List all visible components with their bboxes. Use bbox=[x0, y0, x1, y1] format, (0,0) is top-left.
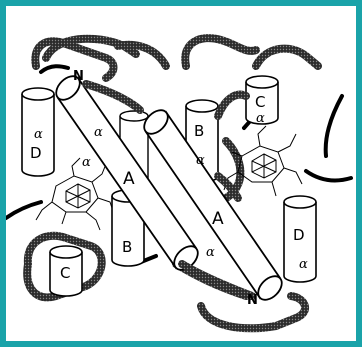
label-helix-B-top: B bbox=[194, 122, 204, 140]
chain-right-out bbox=[326, 96, 342, 156]
chain-right-low bbox=[306, 171, 351, 180]
label-helix-D-right: D bbox=[293, 226, 305, 244]
label-alpha-C-top: α bbox=[256, 111, 265, 126]
ribbon-top-right-2 bbox=[218, 95, 246, 116]
loop-top-right-upper bbox=[185, 38, 256, 66]
label-helix-D-left: D bbox=[30, 144, 42, 162]
label-alpha-A-left: α bbox=[94, 125, 103, 140]
label-alpha-A-right-lower: α bbox=[206, 245, 215, 260]
chain-left-in bbox=[6, 202, 41, 218]
label-n-terminus-top: N bbox=[73, 69, 84, 84]
loop-upper-mid bbox=[118, 45, 166, 66]
label-alpha-D-right: α bbox=[299, 257, 308, 272]
label-n-terminus-bottom: N bbox=[247, 293, 258, 308]
label-helix-A-right: A bbox=[212, 209, 224, 229]
protein-ribbon-diagram: A A B B C C D D N N α α α α α α α bbox=[6, 6, 356, 341]
label-helix-B-bottom: B bbox=[122, 238, 132, 256]
label-helix-C-bottom: C bbox=[60, 264, 70, 282]
chain-left-top bbox=[41, 66, 68, 72]
label-helix-C-top: C bbox=[255, 93, 265, 111]
label-helix-A-left: A bbox=[123, 169, 135, 189]
label-alpha-back-left: α bbox=[82, 155, 91, 170]
label-alpha-B-top: α bbox=[196, 153, 205, 168]
label-alpha-D-left: α bbox=[34, 127, 43, 142]
loop-top-right bbox=[256, 49, 318, 66]
